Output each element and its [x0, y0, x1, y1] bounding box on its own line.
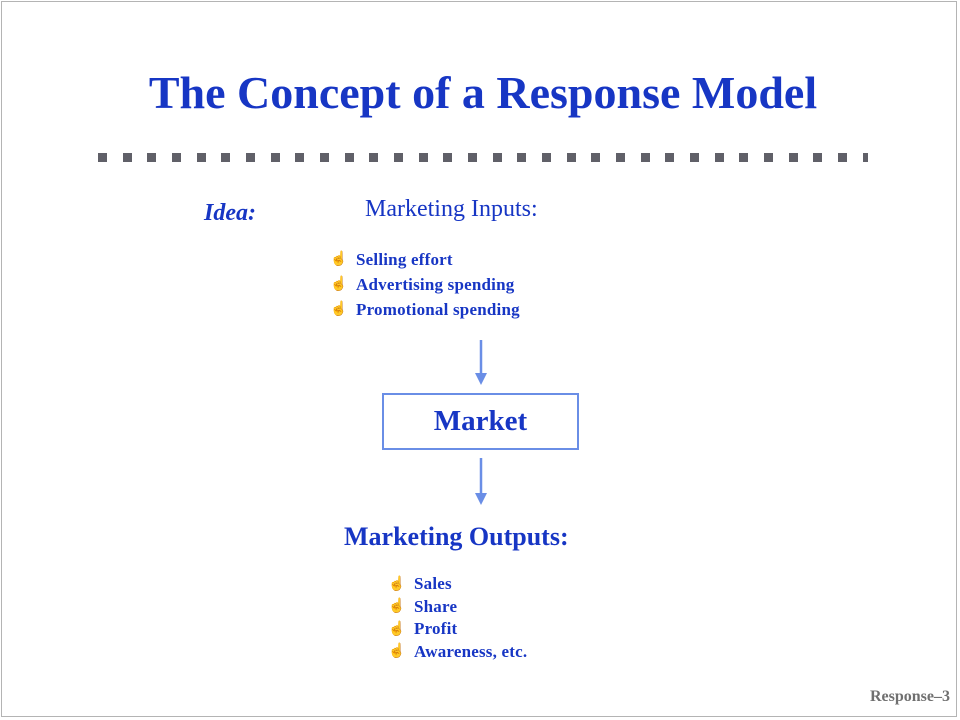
- down-arrow-icon: [475, 458, 487, 505]
- divider-dot: [838, 153, 848, 162]
- output-item-label: Awareness, etc.: [414, 641, 528, 661]
- dotted-divider: [98, 153, 868, 163]
- divider-dot: [98, 153, 107, 162]
- marketing-inputs-heading: Marketing Inputs:: [365, 196, 538, 222]
- divider-dot: [468, 153, 478, 162]
- output-item-label: Share: [414, 596, 458, 616]
- slide-title: The Concept of a Response Model: [148, 67, 818, 118]
- list-item: ☝ Promotional spending: [330, 297, 520, 322]
- list-item: ☝ Awareness, etc.: [388, 641, 527, 664]
- input-item-label: Selling effort: [356, 249, 453, 269]
- divider-dot: [862, 153, 868, 162]
- divider-dot: [344, 153, 354, 162]
- divider-dot: [443, 153, 453, 162]
- marketing-inputs-list: ☝ Selling effort ☝ Advertising spending …: [330, 247, 520, 322]
- pointing-hand-icon: ☝: [388, 644, 406, 660]
- marketing-outputs-heading: Marketing Outputs:: [344, 522, 569, 551]
- divider-dot: [270, 153, 280, 162]
- pointing-hand-icon: ☝: [330, 302, 348, 317]
- input-item-label: Advertising spending: [356, 274, 515, 294]
- divider-dot: [542, 153, 552, 162]
- output-item-label: Sales: [414, 574, 452, 594]
- divider-dot: [147, 153, 157, 162]
- divider-dot: [566, 153, 576, 162]
- market-box: Market: [382, 393, 579, 450]
- list-item: ☝ Share: [388, 596, 527, 619]
- divider-dot: [665, 153, 675, 162]
- pointing-hand-icon: ☝: [388, 576, 406, 592]
- divider-dot: [591, 153, 601, 162]
- divider-dot: [221, 153, 231, 162]
- pointing-hand-icon: ☝: [388, 599, 406, 615]
- down-arrow-icon: [475, 340, 487, 385]
- slide-footer: Response–3: [869, 688, 950, 705]
- divider-dot: [246, 153, 256, 162]
- divider-dot: [616, 153, 626, 162]
- divider-dot: [813, 153, 823, 162]
- output-item-label: Profit: [414, 619, 458, 639]
- divider-dot: [640, 153, 650, 162]
- divider-dot: [295, 153, 305, 162]
- divider-dot: [714, 153, 724, 162]
- marketing-outputs-list: ☝ Sales ☝ Share ☝ Profit ☝ Awareness, et…: [388, 573, 527, 663]
- list-item: ☝ Selling effort: [330, 247, 520, 272]
- list-item: ☝ Advertising spending: [330, 272, 520, 297]
- input-item-label: Promotional spending: [356, 299, 520, 319]
- divider-dot: [320, 153, 330, 162]
- divider-dot: [788, 153, 798, 162]
- divider-dot: [196, 153, 206, 162]
- divider-dot: [517, 153, 527, 162]
- divider-dot: [122, 153, 132, 162]
- divider-dot: [492, 153, 502, 162]
- divider-dot: [369, 153, 379, 162]
- divider-dot: [764, 153, 774, 162]
- divider-dot: [739, 153, 749, 162]
- divider-dot: [394, 153, 404, 162]
- pointing-hand-icon: ☝: [388, 621, 406, 637]
- divider-dot: [418, 153, 428, 162]
- divider-dot: [172, 153, 182, 162]
- pointing-hand-icon: ☝: [330, 277, 348, 292]
- idea-label: Idea:: [204, 200, 256, 226]
- list-item: ☝ Sales: [388, 573, 527, 596]
- divider-dot: [690, 153, 700, 162]
- list-item: ☝ Profit: [388, 618, 527, 641]
- pointing-hand-icon: ☝: [330, 252, 348, 267]
